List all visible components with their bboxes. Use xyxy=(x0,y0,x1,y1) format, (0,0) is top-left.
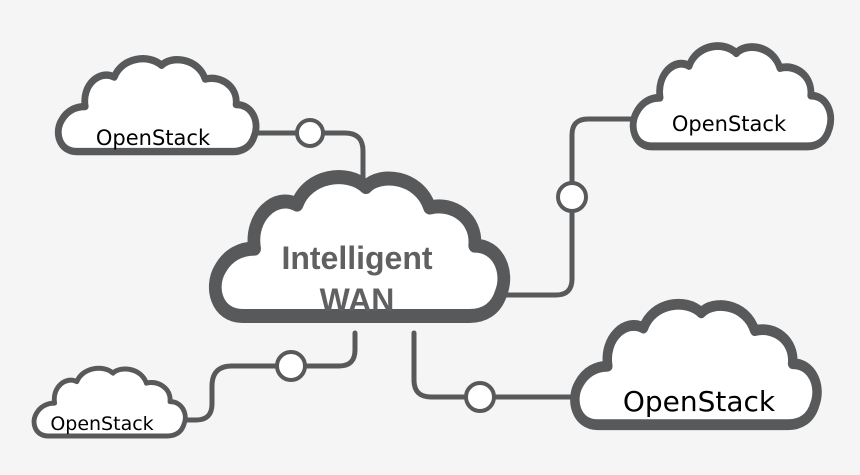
cloud-top-left-label: OpenStack xyxy=(96,126,211,150)
node-bottom-right xyxy=(464,381,496,413)
cloud-top-left: OpenStack xyxy=(58,59,256,152)
hub-cloud: Intelligent WAN xyxy=(215,177,504,318)
hub-label-line2: WAN xyxy=(320,282,395,318)
connectors xyxy=(182,116,643,423)
link-top-left xyxy=(252,130,366,181)
cloud-top-right-label: OpenStack xyxy=(672,112,787,136)
cloud-bottom-left: OpenStack xyxy=(34,368,185,436)
connector-nodes xyxy=(275,118,588,413)
cloud-bottom-right: OpenStack xyxy=(575,304,817,424)
cloud-bottom-left-label: OpenStack xyxy=(50,413,153,435)
cloud-bottom-right-label: OpenStack xyxy=(623,385,776,418)
node-top-right xyxy=(556,181,588,213)
hub-label-line1: Intelligent xyxy=(281,240,432,276)
link-bottom-left xyxy=(182,330,358,423)
node-bottom-left xyxy=(275,350,307,382)
node-top-left xyxy=(295,118,325,148)
link-bottom-right xyxy=(411,330,581,400)
cloud-top-right: OpenStack xyxy=(633,46,831,146)
